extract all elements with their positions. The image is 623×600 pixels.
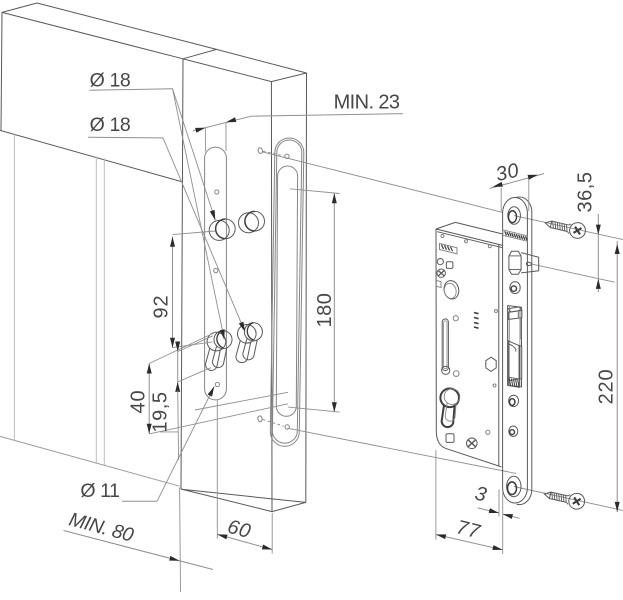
svg-text:Ø 11: Ø 11 (80, 480, 119, 502)
svg-text:92: 92 (150, 295, 172, 319)
svg-text:40: 40 (127, 390, 149, 414)
svg-text:30: 30 (494, 159, 522, 186)
svg-text:180: 180 (314, 293, 336, 328)
svg-text:3: 3 (473, 483, 489, 507)
svg-text:Ø 18: Ø 18 (90, 114, 131, 136)
svg-text:220: 220 (595, 369, 617, 405)
svg-text:36,5: 36,5 (575, 172, 597, 213)
svg-text:MIN. 23: MIN. 23 (334, 92, 400, 114)
svg-text:19,5: 19,5 (150, 392, 172, 433)
svg-text:Ø 18: Ø 18 (90, 69, 131, 91)
